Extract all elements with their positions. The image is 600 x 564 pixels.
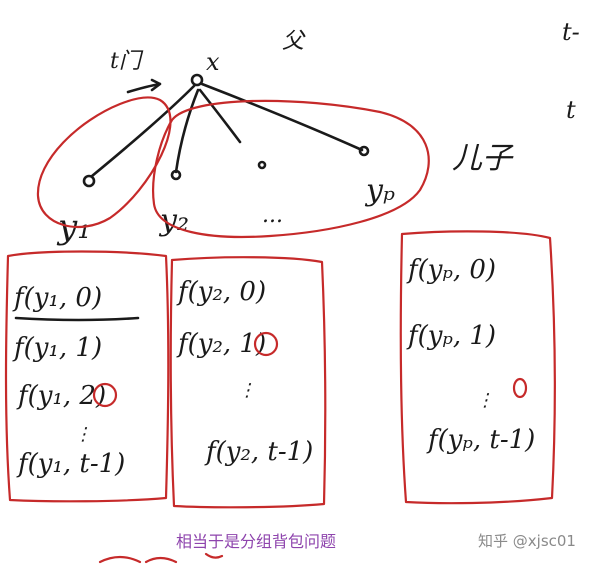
t-door-label: t门 [110,49,144,74]
group2-item-0: f(y₂, 0) [176,277,266,307]
group1-item-1: f(y₁, 1) [12,333,102,363]
caption-group-knapsack: 相当于是分组背包问题 [176,532,337,551]
edge-root-y2 [174,88,200,174]
group1-underline [14,316,140,322]
group1-item-0: f(y₁, 0) [12,283,102,313]
root-x-label: x [206,48,220,76]
root-node [190,73,204,87]
group-box-y1 [4,250,170,503]
group2-vdots: ⋮ [238,380,256,401]
bottom-scribble [98,552,224,564]
group3-item-1: f(yₚ, 1) [406,321,496,351]
group1-item-2: f(y₁, 2) [16,381,106,411]
group1-item-4: f(y₁, t-1) [16,449,125,479]
arrow-to-root [126,78,162,94]
child-node-yp [358,145,370,157]
edge-root-y1 [90,84,196,178]
edge-label-bottom: t [566,96,576,124]
group-box-y2 [169,256,327,509]
child-label-dots: ... [262,203,283,228]
group3-item-0: f(yₚ, 0) [406,255,496,285]
group-box-yp [399,230,556,505]
group3-vdots: ⋮ [476,390,494,411]
subtree-oval-rest [152,99,430,239]
group2-item-3: f(y₂, t-1) [204,437,313,467]
group3-item-3: f(yₚ, t-1) [426,425,535,455]
child-label-yp: yₚ [364,173,395,208]
father-label: 父 [282,29,306,54]
zhihu-watermark: 知乎 @xjsc01 [478,532,576,550]
son-label: 儿子 [452,141,514,176]
edge-root-dots [198,88,242,144]
child-node-dots [257,160,267,170]
group2-item-1: f(y₂, 1) [176,329,266,359]
group2-highlight-1 [253,331,279,357]
child-node-y1 [82,174,96,188]
group1-highlight-2 [92,382,118,408]
child-node-y2 [170,169,182,181]
edge-root-yp [200,82,364,152]
edge-label-top: t- [562,18,580,46]
group1-vdots: ⋮ [74,424,92,445]
group3-highlight-mark [512,377,528,399]
